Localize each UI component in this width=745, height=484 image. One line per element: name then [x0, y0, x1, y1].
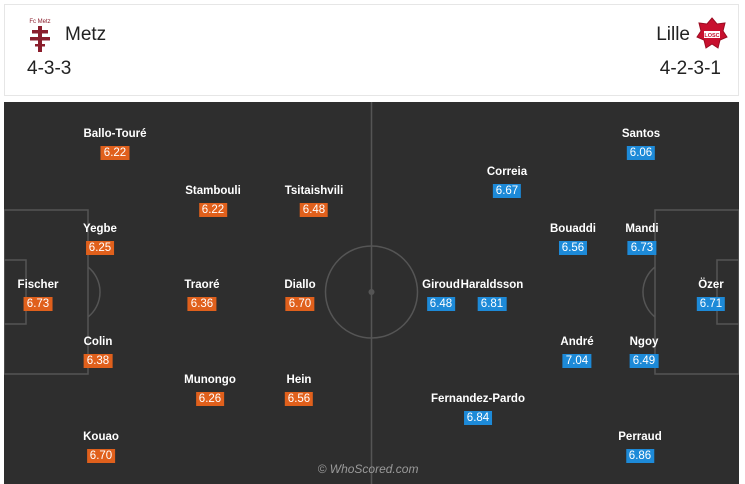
player-rating: 6.38 [83, 354, 113, 368]
player-name: Fischer [17, 279, 59, 291]
player-home-fischer[interactable]: Fischer 6.73 [17, 278, 59, 312]
player-rating: 6.56 [284, 392, 314, 406]
player-rating: 6.25 [85, 241, 115, 255]
player-rating: 6.36 [187, 297, 217, 311]
player-rating: 6.67 [492, 184, 522, 198]
player-home-tsitaishvili[interactable]: Tsitaishvili 6.48 [284, 184, 344, 218]
match-header: Fc Metz Metz 4-3-3 Lille LOSC 4-2-3-1 [4, 4, 739, 96]
lille-badge-icon: LOSC [696, 17, 728, 49]
away-formation: 4-2-3-1 [659, 58, 721, 79]
player-rating: 7.04 [562, 354, 592, 368]
home-formation: 4-3-3 [27, 58, 72, 79]
player-rating: 6.06 [626, 146, 656, 160]
player-home-traore[interactable]: Traoré 6.36 [184, 278, 220, 312]
player-name: Ngoy [629, 336, 659, 348]
player-name: Traoré [184, 279, 220, 291]
player-rating: 6.70 [285, 297, 315, 311]
player-name: Giroud [422, 279, 460, 291]
player-home-diallo[interactable]: Diallo 6.70 [284, 278, 316, 312]
player-away-ngoy[interactable]: Ngoy 6.49 [629, 335, 659, 369]
player-name: Haraldsson [460, 279, 524, 291]
player-rating: 6.26 [195, 392, 225, 406]
player-name: Colin [83, 336, 113, 348]
player-away-mandi[interactable]: Mandi 6.73 [625, 222, 659, 256]
player-home-colin[interactable]: Colin 6.38 [83, 335, 113, 369]
player-home-kouao[interactable]: Kouao 6.70 [83, 430, 119, 464]
player-rating: 6.49 [629, 354, 659, 368]
player-away-correia[interactable]: Correia 6.67 [487, 165, 527, 199]
player-rating: 6.71 [696, 297, 726, 311]
whoscored-watermark: © WhoScored.com [317, 462, 419, 476]
player-rating: 6.22 [100, 146, 130, 160]
player-name: Hein [286, 374, 312, 386]
player-away-fernandez-pardo[interactable]: Fernandez-Pardo 6.84 [431, 392, 525, 426]
player-name: André [560, 336, 594, 348]
player-rating: 6.73 [23, 297, 53, 311]
player-rating: 6.86 [625, 449, 655, 463]
player-name: Stambouli [185, 185, 241, 197]
player-name: Bouaddi [550, 223, 596, 235]
player-name: Fernandez-Pardo [431, 393, 525, 405]
player-away-santos[interactable]: Santos 6.06 [622, 127, 660, 161]
player-name: Diallo [284, 279, 316, 291]
player-rating: 6.56 [558, 241, 588, 255]
player-away-perraud[interactable]: Perraud 6.86 [618, 430, 662, 464]
player-name: Kouao [83, 431, 119, 443]
player-rating: 6.48 [426, 297, 456, 311]
player-name: Correia [486, 166, 528, 178]
player-name: Mandi [625, 223, 659, 235]
player-rating: 6.81 [477, 297, 507, 311]
player-home-ballo-toure[interactable]: Ballo-Touré 6.22 [83, 127, 147, 161]
player-away-haraldsson[interactable]: Haraldsson 6.81 [460, 278, 524, 312]
away-team-name[interactable]: Lille [656, 24, 690, 45]
player-home-hein[interactable]: Hein 6.56 [284, 373, 314, 407]
pitch: Ballo-Touré 6.22 Stambouli 6.22 Tsitaish… [4, 102, 739, 484]
player-name: Munongo [184, 374, 236, 386]
metz-badge-icon: Fc Metz [29, 19, 51, 52]
pitch-lines [4, 102, 739, 484]
svg-text:Fc Metz: Fc Metz [29, 19, 50, 25]
player-rating: 6.48 [299, 203, 329, 217]
player-away-giroud[interactable]: Giroud 6.48 [422, 278, 460, 312]
player-home-munongo[interactable]: Munongo 6.26 [184, 373, 236, 407]
svg-text:LOSC: LOSC [704, 33, 719, 39]
player-home-stambouli[interactable]: Stambouli 6.22 [185, 184, 241, 218]
player-name: Ballo-Touré [83, 128, 147, 140]
player-rating: 6.22 [198, 203, 228, 217]
player-rating: 6.84 [463, 411, 493, 425]
player-name: Perraud [618, 431, 662, 443]
player-name: Özer [698, 279, 724, 291]
home-team-name[interactable]: Metz [65, 24, 107, 45]
player-away-ozer[interactable]: Özer 6.71 [696, 278, 726, 312]
player-away-andre[interactable]: André 7.04 [560, 335, 594, 369]
player-rating: 6.73 [627, 241, 657, 255]
player-away-bouaddi[interactable]: Bouaddi 6.56 [550, 222, 596, 256]
player-name: Tsitaishvili [284, 185, 344, 197]
player-name: Santos [621, 128, 661, 140]
player-rating: 6.70 [86, 449, 116, 463]
player-home-yegbe[interactable]: Yegbe 6.25 [83, 222, 117, 256]
player-name: Yegbe [83, 223, 117, 235]
